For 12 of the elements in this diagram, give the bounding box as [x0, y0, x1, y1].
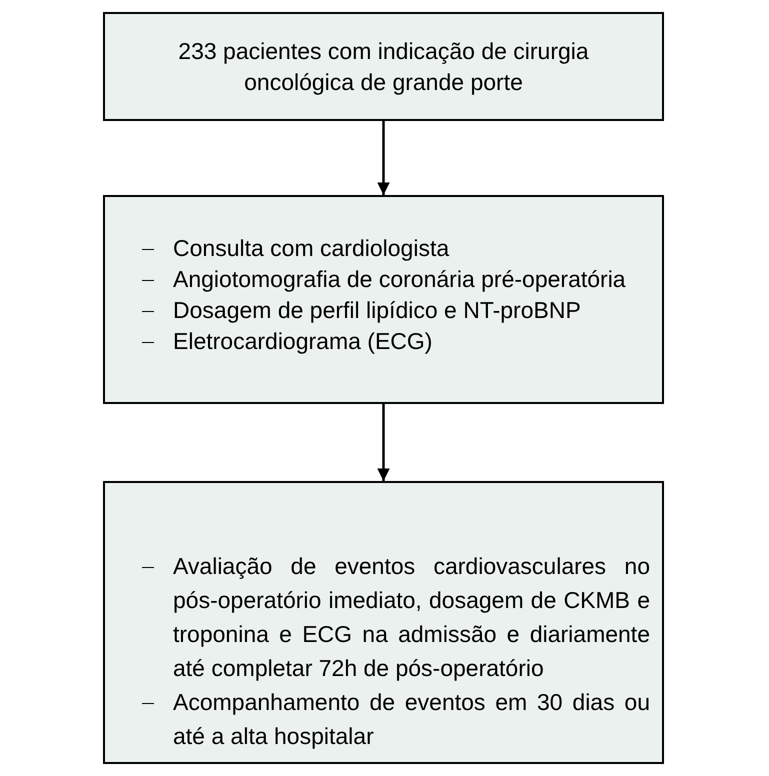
list-item-text: Acompanhamento de eventos em 30 dias ou até a alta hospitalar	[173, 689, 650, 749]
list-item-text: Eletrocardiograma (ECG)	[173, 328, 432, 354]
list-item-text: Avaliação de eventos cardiovasculares no pós-operatório imediato, dosagem de CKMB e troponina e ECG na admissão e diariamente até completar 72h de pós-operatório	[173, 553, 650, 681]
box-text: 233 pacientes com indicação de cirurgia oncológica de grande porte	[177, 36, 590, 97]
arrow	[377, 404, 390, 481]
process-box	[103, 12, 664, 121]
arrow	[377, 121, 390, 195]
process-box	[103, 195, 664, 404]
process-box	[103, 481, 664, 764]
list-item-text: Consulta com cardiologista	[173, 235, 450, 261]
list-item-text: Angiotomografia de coronária pré-operatória	[173, 266, 626, 292]
list-item-text: Dosagem de perfil lipídico e NT-proBNP	[173, 297, 581, 323]
